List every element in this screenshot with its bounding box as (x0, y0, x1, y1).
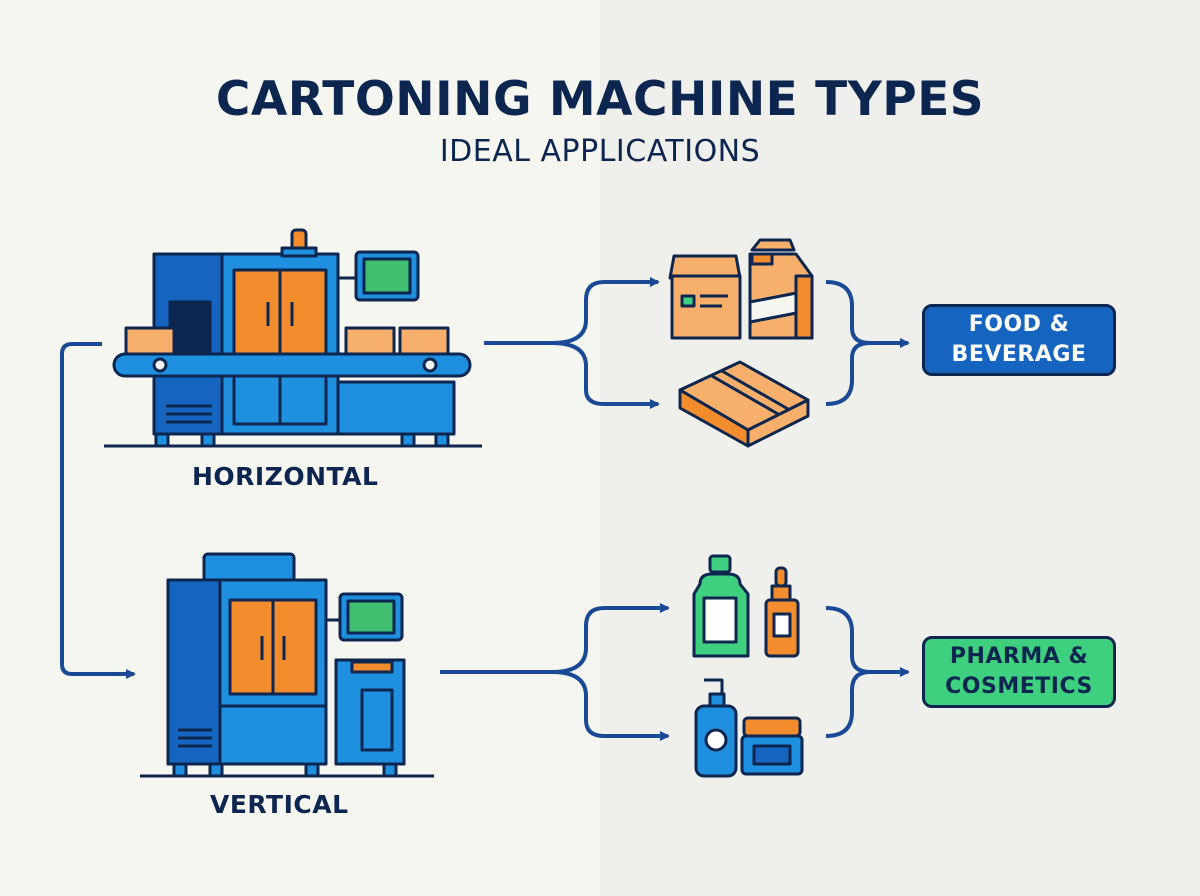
flow-arrows-top (484, 277, 910, 409)
food-beverage-box: FOOD & BEVERAGE (922, 304, 1116, 376)
carton-box-icon (668, 254, 742, 340)
cream-jar-icon (740, 716, 804, 776)
pump-bottle-icon (694, 678, 738, 778)
horizontal-machine-label: HORIZONTAL (192, 462, 379, 491)
page-subtitle: IDEAL APPLICATIONS (439, 134, 761, 169)
vertical-cartoner-icon (140, 552, 434, 778)
connector-horizontal-to-vertical (60, 342, 136, 679)
food-beverage-line1: FOOD & (968, 312, 1070, 337)
pharma-cosmetics-box: PHARMA & COSMETICS (922, 636, 1116, 708)
flow-arrows-bottom (440, 603, 910, 741)
bottle-icon (692, 554, 750, 658)
vertical-machine-label: VERTICAL (210, 790, 349, 819)
pharma-cosmetics-line1: PHARMA & (949, 644, 1089, 669)
flat-box-icon (678, 360, 810, 448)
food-beverage-line2: BEVERAGE (951, 342, 1087, 367)
milk-carton-icon (748, 238, 814, 340)
horizontal-cartoner-icon (104, 228, 482, 448)
page-title: CARTONING MACHINE TYPES (215, 72, 985, 127)
dropper-bottle-icon (764, 566, 800, 658)
pharma-cosmetics-line2: COSMETICS (945, 674, 1093, 699)
